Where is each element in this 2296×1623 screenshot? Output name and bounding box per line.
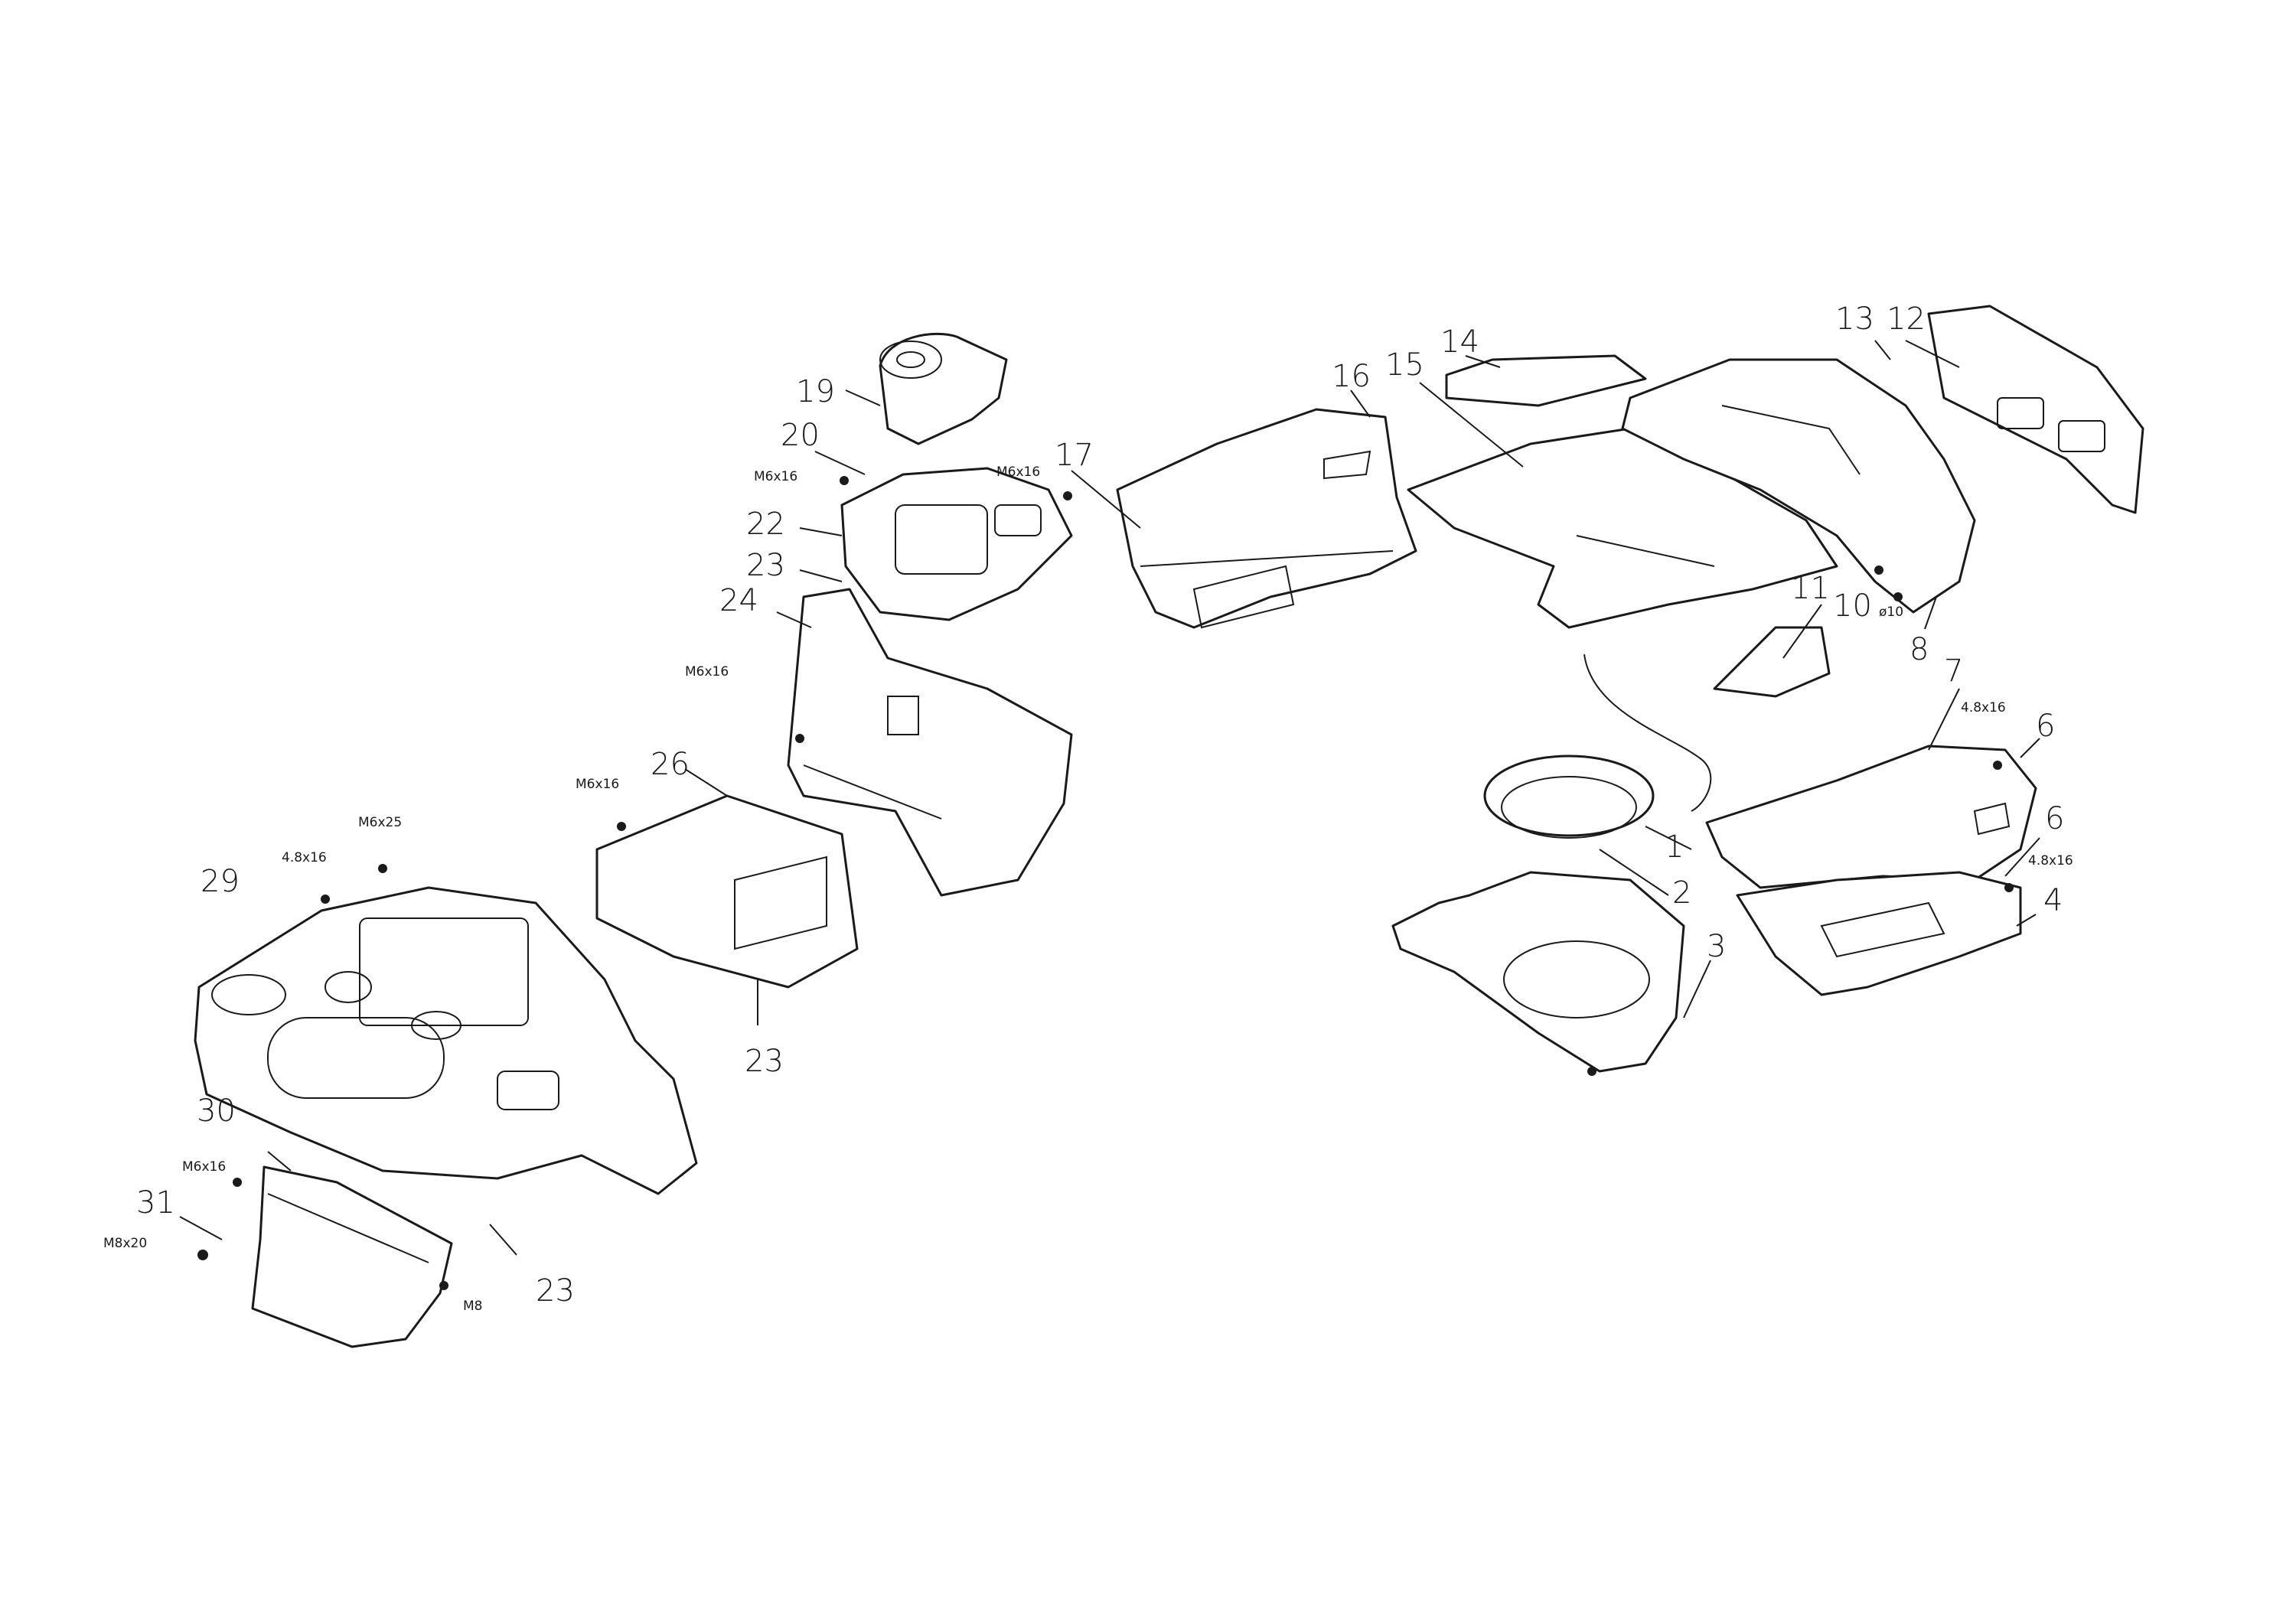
part-7-side-panel: [1705, 745, 2037, 889]
part-14-lid-frame: [1445, 354, 1647, 407]
part-29-rear-fender: [194, 886, 698, 1195]
callout-17: 17: [1055, 438, 1094, 473]
bolt: [1874, 565, 1883, 575]
callout-26: 26: [651, 747, 690, 782]
leader-lines: [179, 340, 2040, 1256]
fastener-m6x16-c: M6x16: [685, 664, 729, 680]
part-30-rear-panel: [251, 1165, 453, 1348]
fastener-d10: ø10: [1879, 605, 1903, 620]
callout-23b: 23: [745, 1044, 784, 1079]
callout-29: 29: [201, 864, 240, 899]
callout-13: 13: [1835, 301, 1874, 337]
bolt: [617, 822, 626, 831]
fastener-4816-c: 4.8x16: [2028, 853, 2073, 869]
part-2-tank-ring: [1483, 754, 1655, 839]
fastener-m6x16-b: M6x16: [996, 464, 1040, 480]
fastener-markers: [197, 476, 2014, 1290]
part-1-hose: [1583, 653, 1712, 812]
fastener-4816-b: 4.8x16: [1961, 700, 2006, 715]
callout-30: 30: [197, 1093, 236, 1129]
bolt: [1063, 491, 1072, 500]
fastener-m6x16-a: M6x16: [754, 469, 797, 484]
callout-2: 2: [1672, 875, 1691, 911]
callout-1: 1: [1665, 829, 1684, 865]
bolt: [840, 476, 849, 485]
fastener-m8x20: M8x20: [103, 1236, 147, 1251]
callout-10: 10: [1833, 588, 1872, 624]
callout-numbers: 1 2 3 4 6 6 7 8 10 11 12 13 14 15 16 17 …: [136, 301, 2064, 1309]
fastener-4816-a: 4.8x16: [282, 850, 327, 865]
bolt: [378, 864, 387, 873]
callout-15: 15: [1385, 347, 1424, 383]
callout-12: 12: [1887, 301, 1926, 337]
callout-22: 22: [746, 507, 785, 542]
bolt: [2004, 883, 2014, 892]
part-11-headlight-cover: [1713, 626, 1831, 698]
callout-31: 31: [136, 1185, 175, 1221]
callout-16: 16: [1332, 359, 1371, 394]
bolt: [197, 1250, 208, 1260]
callout-11: 11: [1791, 571, 1830, 606]
callout-24: 24: [719, 583, 758, 618]
part-16-17-side-panel: [1116, 408, 1417, 629]
callout-14: 14: [1440, 324, 1479, 360]
part-12-front-grille: [1927, 305, 2144, 514]
part-19-shift-boot: [879, 332, 1008, 445]
callout-6a: 6: [2036, 709, 2055, 744]
bolt: [1587, 1067, 1596, 1076]
callout-23a: 23: [746, 548, 785, 583]
callout-4: 4: [2043, 883, 2063, 918]
bolt: [1993, 761, 2002, 770]
part-22-console-plate: [840, 467, 1073, 621]
fastener-m8: M8: [463, 1299, 482, 1314]
callout-7: 7: [1944, 653, 1963, 689]
bolt: [321, 895, 330, 904]
part-3-tank-housing: [1391, 871, 1685, 1073]
callout-23c: 23: [536, 1273, 575, 1309]
callout-6b: 6: [2045, 801, 2064, 836]
fastener-labels: M6x16 M6x16 M6x16 M6x16 M6x16 M6x25 4.8x…: [103, 464, 2073, 1314]
callout-19: 19: [796, 374, 835, 409]
callout-8: 8: [1910, 632, 1929, 667]
bolt: [439, 1281, 448, 1290]
fastener-m6x16-e: M6x16: [182, 1159, 226, 1175]
bolt: [233, 1178, 242, 1187]
fastener-m6x16-d: M6x16: [576, 777, 619, 792]
callout-3: 3: [1707, 929, 1726, 964]
part-26-tunnel-cover: [595, 794, 859, 989]
fastener-m6x25: M6x25: [358, 815, 402, 830]
bolt: [1893, 592, 1903, 601]
part-4-footwell: [1736, 871, 2022, 996]
bolt: [795, 734, 804, 743]
callout-20: 20: [781, 418, 820, 453]
part-24-lower-console: [787, 588, 1073, 897]
